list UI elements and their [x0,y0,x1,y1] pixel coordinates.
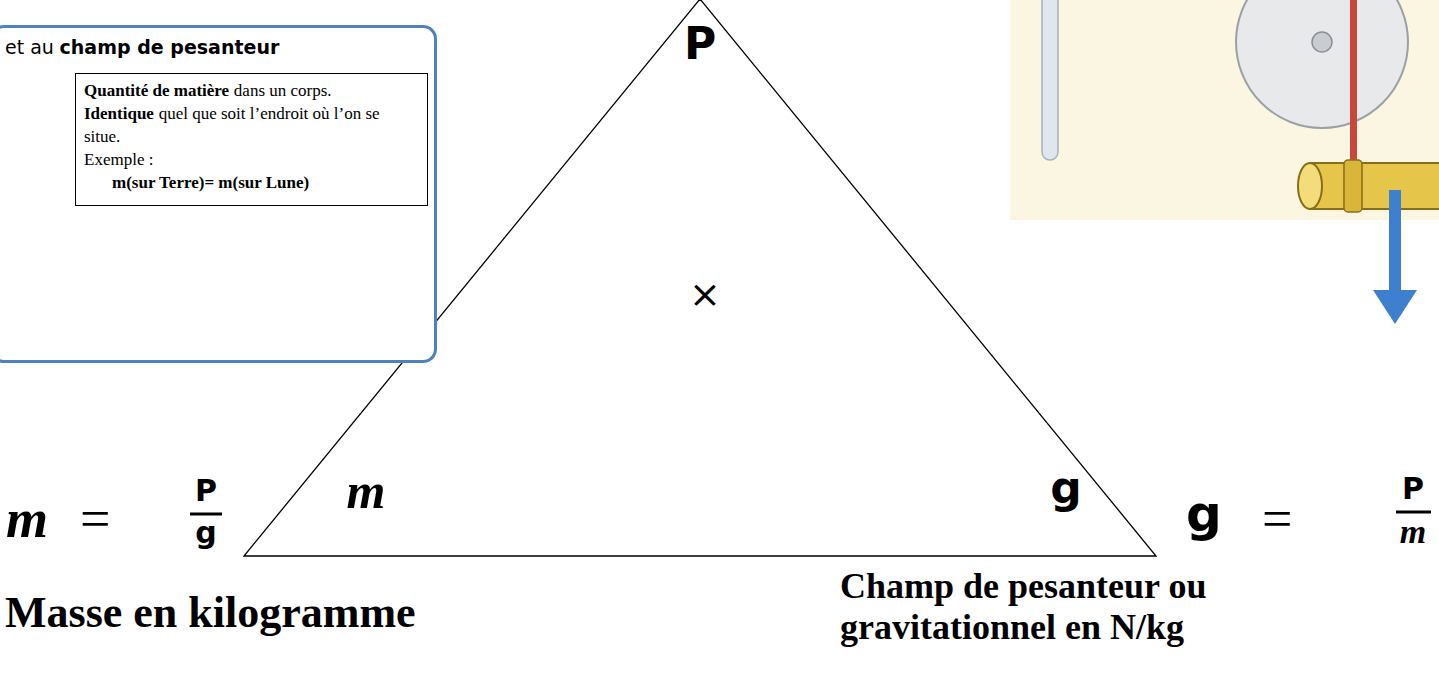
definition-box: Quantité de matière dans un corps. Identiq… [75,73,428,206]
mass-cylinder-end [1298,163,1322,209]
definition-line: Identiquequel que soit l’endroit où l’on… [84,103,419,149]
panel-heading: et au champ de pesanteur [5,36,285,58]
formula-symbol: m [6,488,48,550]
support-rod [1042,0,1058,160]
definition-line: m(sur Terre)= m(sur Lune) [84,172,419,195]
definition-text: Exemple : [84,150,153,169]
vertex-mass: m [347,464,386,519]
definition-line: Exemple : [84,149,419,172]
heading-text: champ de pesanteur [60,36,280,58]
unit-caption: Champ de pesanteur ou gravitationnel en … [840,566,1310,649]
fraction-denominator: g [195,516,216,551]
definition-line: Quantité de matière dans un corps. [84,80,419,103]
definition-text: Quantité de matière [84,81,229,100]
multiply-sign: × [689,274,721,316]
unit-caption: Masse en kilogramme [5,588,416,639]
info-panel: et au champ de pesanteurQuantité de matiè… [0,25,437,363]
weight-arrow [1389,190,1401,292]
pulley-disc [1236,0,1408,128]
formula-symbol: g [1186,486,1222,544]
fraction-numerator: P [1402,472,1424,507]
vertex-weight: P [684,20,716,68]
formula-equals: = [80,488,110,550]
vertex-field: g [1050,464,1082,512]
mass-ring [1344,160,1362,212]
mass-cylinder [1310,163,1439,209]
definition-text: dans un corps. [234,81,332,100]
weight-arrow-head [1373,290,1417,324]
fraction-numerator: P [195,474,217,509]
heading-text: et au [5,36,54,58]
definition-text: Identique [84,104,154,123]
string [1350,0,1357,178]
formula-equals: = [1262,488,1292,550]
definition-text: m(sur Terre)= m(sur Lune) [112,173,309,192]
pulley-hub [1312,32,1332,52]
fraction-denominator: m [1400,512,1426,551]
